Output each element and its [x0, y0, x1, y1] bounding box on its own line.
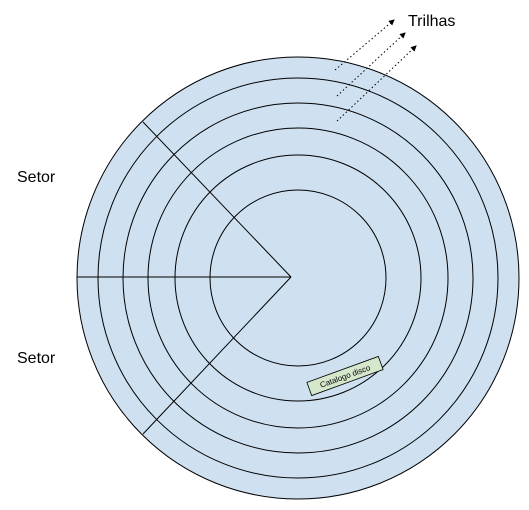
- sector-line-bottom: [142, 276, 292, 435]
- track-ring-2: [122, 102, 474, 454]
- track-ring-3: [147, 127, 449, 429]
- track-arrow-1: [334, 19, 395, 71]
- tracks-label: Trilhas: [408, 13, 455, 30]
- sector-label-top: Setor: [17, 169, 56, 186]
- track-ring-5: [209, 189, 387, 367]
- catalog-block-rect: [306, 355, 384, 397]
- track-ring-1: [97, 77, 499, 479]
- sector-label-bottom: Setor: [17, 350, 56, 367]
- track-arrow-2: [336, 32, 406, 97]
- track-ring-4: [174, 154, 422, 402]
- disk-platter: [76, 56, 520, 500]
- sector-line-top: [142, 121, 292, 278]
